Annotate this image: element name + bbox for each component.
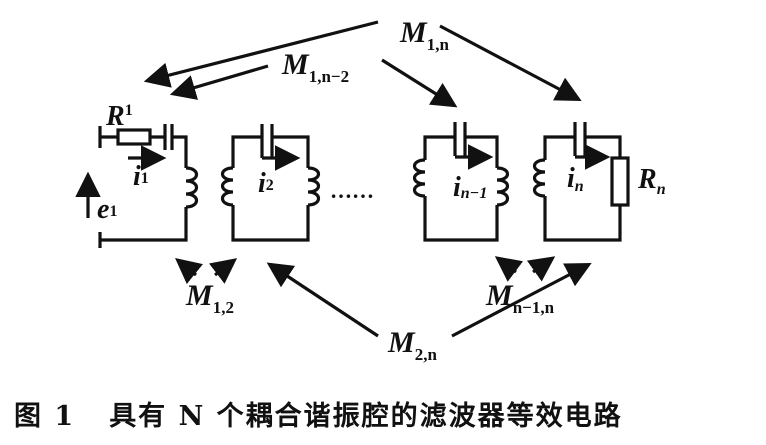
inductor-n-1-right: [496, 166, 510, 207]
label-in: in: [567, 163, 584, 195]
capacitor-n: [573, 122, 587, 156]
label-i2: i2: [258, 168, 274, 199]
label-r1: R1: [105, 101, 133, 132]
label-m12: M1,2: [185, 279, 234, 317]
coupling-arrows-bottom: [175, 256, 592, 338]
inductor-1: [98, 166, 199, 248]
resonator-n: [532, 122, 630, 242]
resistor-rn: [610, 156, 630, 207]
inductor-n: [532, 158, 546, 198]
label-i1: i1: [133, 161, 149, 192]
inductor-2-right: [307, 166, 321, 207]
capacitor-1: [163, 124, 174, 150]
label-m1n: M1,n: [399, 16, 449, 54]
inductor-2-left: [220, 166, 234, 207]
arrow-m12-right: [208, 258, 238, 284]
arrow-m1n-left: [143, 20, 379, 88]
arrow-m2n-right: [451, 263, 592, 338]
arrow-mn1n-left: [494, 256, 524, 282]
label-e1: e1: [97, 194, 117, 225]
resonator-2: [220, 124, 321, 242]
label-in-1: in−1: [453, 172, 487, 203]
figure-caption: 图 1 具有 N 个耦合谐振腔的滤波器等效电路: [14, 394, 623, 433]
caption-text: 具有 N 个耦合谐振腔的滤波器等效电路: [109, 401, 623, 432]
figure-number: 图 1: [14, 401, 76, 432]
ellipsis: ……: [330, 178, 374, 203]
coupling-arrows-top: [143, 20, 582, 108]
label-rn: Rn: [637, 164, 666, 198]
inductor-n-1-left: [412, 158, 426, 198]
arrow-m1n2-left: [169, 64, 269, 100]
arrow-mn1n-right: [526, 256, 556, 282]
label-m1n2: M1,n−2: [281, 48, 349, 86]
resonator-1: [75, 124, 199, 248]
arrow-m2n-left: [266, 262, 379, 338]
label-mn1n: Mn−1,n: [485, 279, 555, 317]
resonator-n-1: [412, 122, 510, 242]
label-m2n: M2,n: [387, 326, 437, 364]
resistor-r1: [116, 128, 152, 146]
capacitor-n-1: [453, 122, 467, 156]
arrow-m12-left: [175, 257, 203, 285]
capacitor-2: [260, 124, 274, 158]
arrow-m1n2-right: [381, 58, 458, 108]
arrow-m1n-right: [439, 24, 582, 101]
